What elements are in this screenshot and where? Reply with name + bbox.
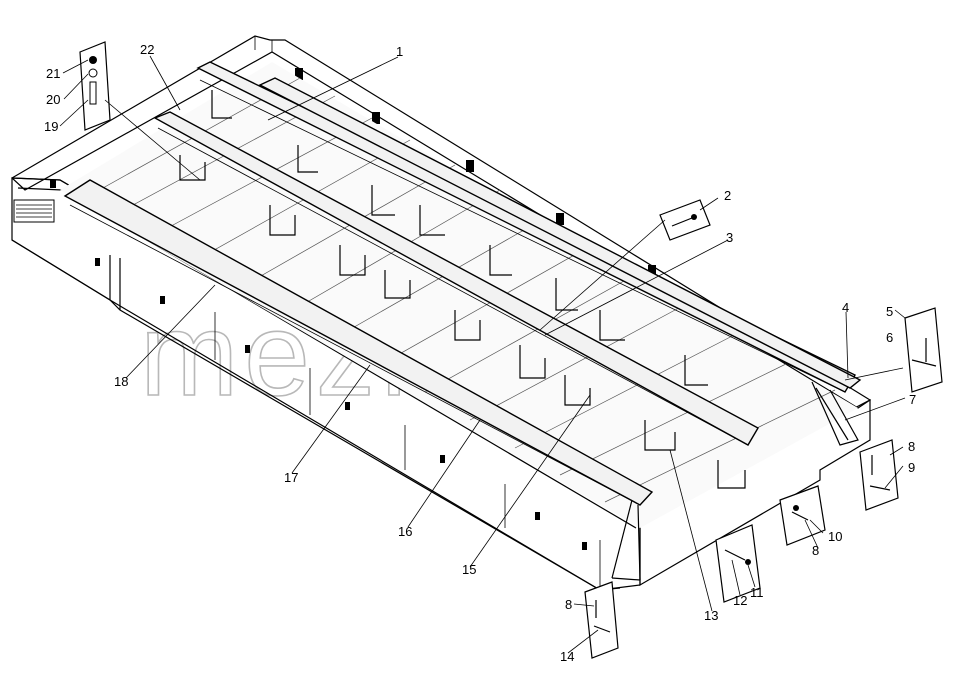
seat-brackets xyxy=(179,90,746,489)
callout-17: 17 xyxy=(284,470,298,485)
callout-14: 14 xyxy=(560,649,574,664)
callout-19: 19 xyxy=(44,119,58,134)
callout-22: 22 xyxy=(140,42,154,57)
hardware-card-2 xyxy=(659,199,711,241)
callout-15: 15 xyxy=(462,562,476,577)
bench-rail-front xyxy=(63,179,654,506)
callout-1: 1 xyxy=(396,44,403,59)
callout-6: 6 xyxy=(886,330,893,345)
callout-2: 2 xyxy=(724,188,731,203)
callout-8-bottom: 8 xyxy=(565,597,572,612)
side-wall-stakes xyxy=(119,258,601,590)
callout-8-right: 8 xyxy=(908,439,915,454)
bench-rail-middle xyxy=(153,111,759,446)
callout-8-mid: 8 xyxy=(812,543,819,558)
callout-21: 21 xyxy=(46,66,60,81)
callout-10: 10 xyxy=(828,529,842,544)
hardware-card-10 xyxy=(779,485,826,546)
bench-rail-rear xyxy=(196,61,862,393)
callout-20: 20 xyxy=(46,92,60,107)
callout-9: 9 xyxy=(908,460,915,475)
callout-12: 12 xyxy=(733,593,747,608)
callout-11: 11 xyxy=(750,585,764,600)
logo-plate xyxy=(13,199,55,223)
callout-5: 5 xyxy=(886,304,893,319)
hardware-card-8-9 xyxy=(859,439,899,511)
callout-18: 18 xyxy=(114,374,128,389)
hardware-card-11-12 xyxy=(715,524,761,603)
callout-13: 13 xyxy=(704,608,718,623)
rear-end-wall xyxy=(639,399,871,587)
bench-end-leg xyxy=(611,381,859,581)
hardware-card-5-6 xyxy=(904,307,943,393)
leader-lines xyxy=(59,55,906,654)
callout-4: 4 xyxy=(842,300,849,315)
callout-7: 7 xyxy=(909,392,916,407)
hardware-card-19-21 xyxy=(79,41,111,131)
callout-3: 3 xyxy=(726,230,733,245)
callout-16: 16 xyxy=(398,524,412,539)
callout-labels: 1 2 3 4 5 6 7 8 9 10 8 11 12 13 8 14 15 … xyxy=(44,42,916,664)
hardware-card-8-14 xyxy=(584,581,619,659)
side-wall-locks xyxy=(95,258,587,550)
